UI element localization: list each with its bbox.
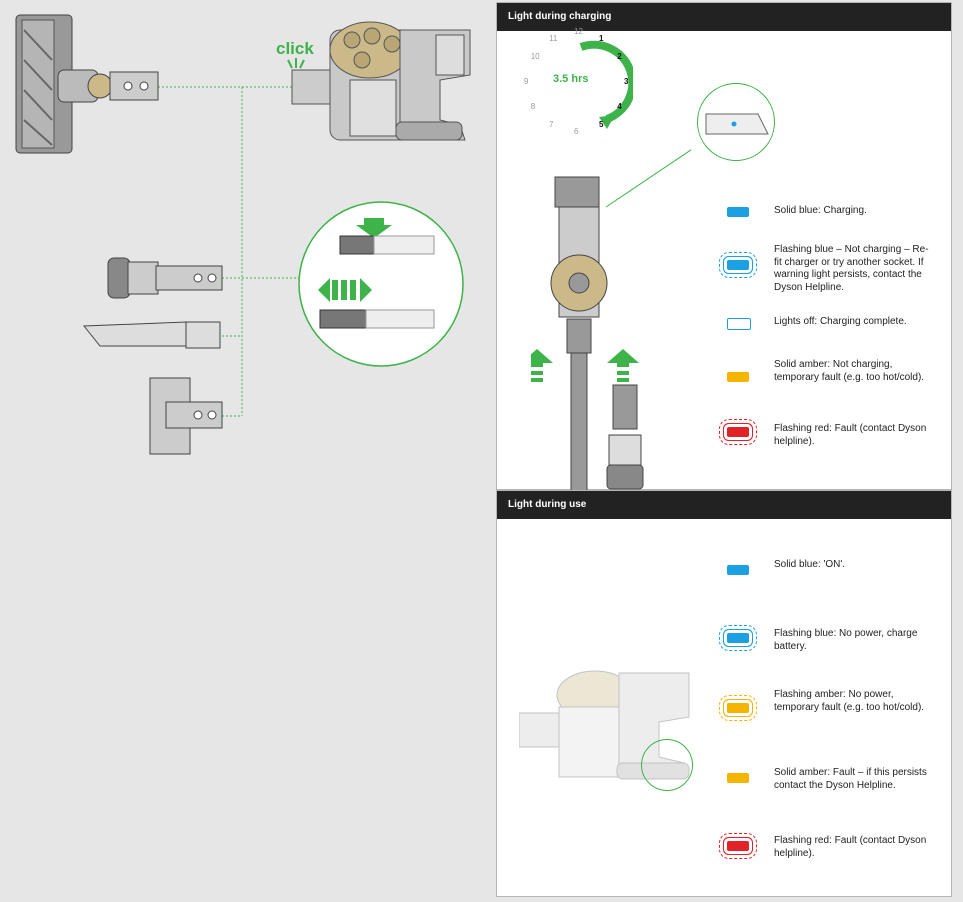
status-light-description: Solid amber: Not charging, temporary fau…	[774, 359, 925, 383]
crevice-tool	[82, 321, 221, 349]
status-light-icon	[719, 833, 757, 859]
clock-number: 8	[530, 102, 536, 111]
dock-svg	[521, 118, 738, 494]
clock-number: 7	[549, 120, 554, 130]
use-panel: Light during use Solid blue: 'ON'. Flashi…	[496, 490, 952, 897]
status-light-description: Flashing red: Fault (contact Dyson helpl…	[774, 423, 927, 447]
status-light-description: Solid amber: Fault – if this persists co…	[774, 767, 927, 791]
clock-number: 3	[624, 77, 629, 86]
status-light-icon	[719, 252, 757, 278]
status-light-description: Flashing blue – Not charging – Re-fit ch…	[774, 244, 929, 293]
assembly-diagram: click	[15, 14, 471, 455]
charging-dock-illustration	[521, 118, 738, 494]
status-light-icon	[719, 695, 757, 721]
status-light-icon	[727, 372, 749, 382]
clock-number: 5	[599, 120, 604, 130]
status-light-description: Flashing amber: No power, temporary faul…	[774, 689, 925, 713]
stubborn-dirt-brush	[149, 377, 223, 455]
status-light-icon	[719, 625, 757, 651]
status-light-description: Flashing red: Fault (contact Dyson helpl…	[774, 835, 927, 859]
status-light-icon	[727, 207, 749, 217]
status-light-icon	[727, 565, 749, 575]
progress-arrow	[579, 40, 633, 129]
charging-duration: 3.5 hrs	[553, 73, 589, 85]
status-light-icon	[727, 318, 751, 330]
clock-number: 4	[617, 102, 622, 111]
status-light-description: Lights off: Charging complete.	[774, 316, 907, 327]
click-label: click	[276, 39, 314, 58]
brush-bar-detail-circle	[298, 201, 464, 367]
clock-number: 12	[574, 27, 583, 36]
floor-head-tool	[15, 14, 159, 154]
led-zoom-circle	[697, 83, 775, 161]
handheld-unit	[291, 21, 471, 141]
led-zoom-svg	[705, 113, 769, 135]
status-light-description: Solid blue: Charging.	[774, 205, 867, 216]
status-light-description: Solid blue: 'ON'.	[774, 559, 846, 570]
connector-lines	[158, 86, 300, 417]
led-location-circle	[641, 739, 693, 791]
use-panel-title: Light during use	[497, 491, 951, 519]
status-light-description: Flashing blue: No power, charge battery.	[774, 628, 918, 652]
clock-number: 10	[530, 52, 540, 61]
clock-number: 1	[599, 33, 604, 43]
combination-tool	[107, 257, 223, 299]
charging-panel-title: Light during charging	[497, 3, 951, 31]
clock-number: 9	[524, 77, 529, 86]
status-light-icon	[719, 419, 757, 445]
clock-number: 6	[574, 127, 579, 136]
clock-number: 11	[549, 33, 558, 43]
status-light-icon	[727, 773, 749, 783]
clock-number: 2	[617, 52, 622, 61]
